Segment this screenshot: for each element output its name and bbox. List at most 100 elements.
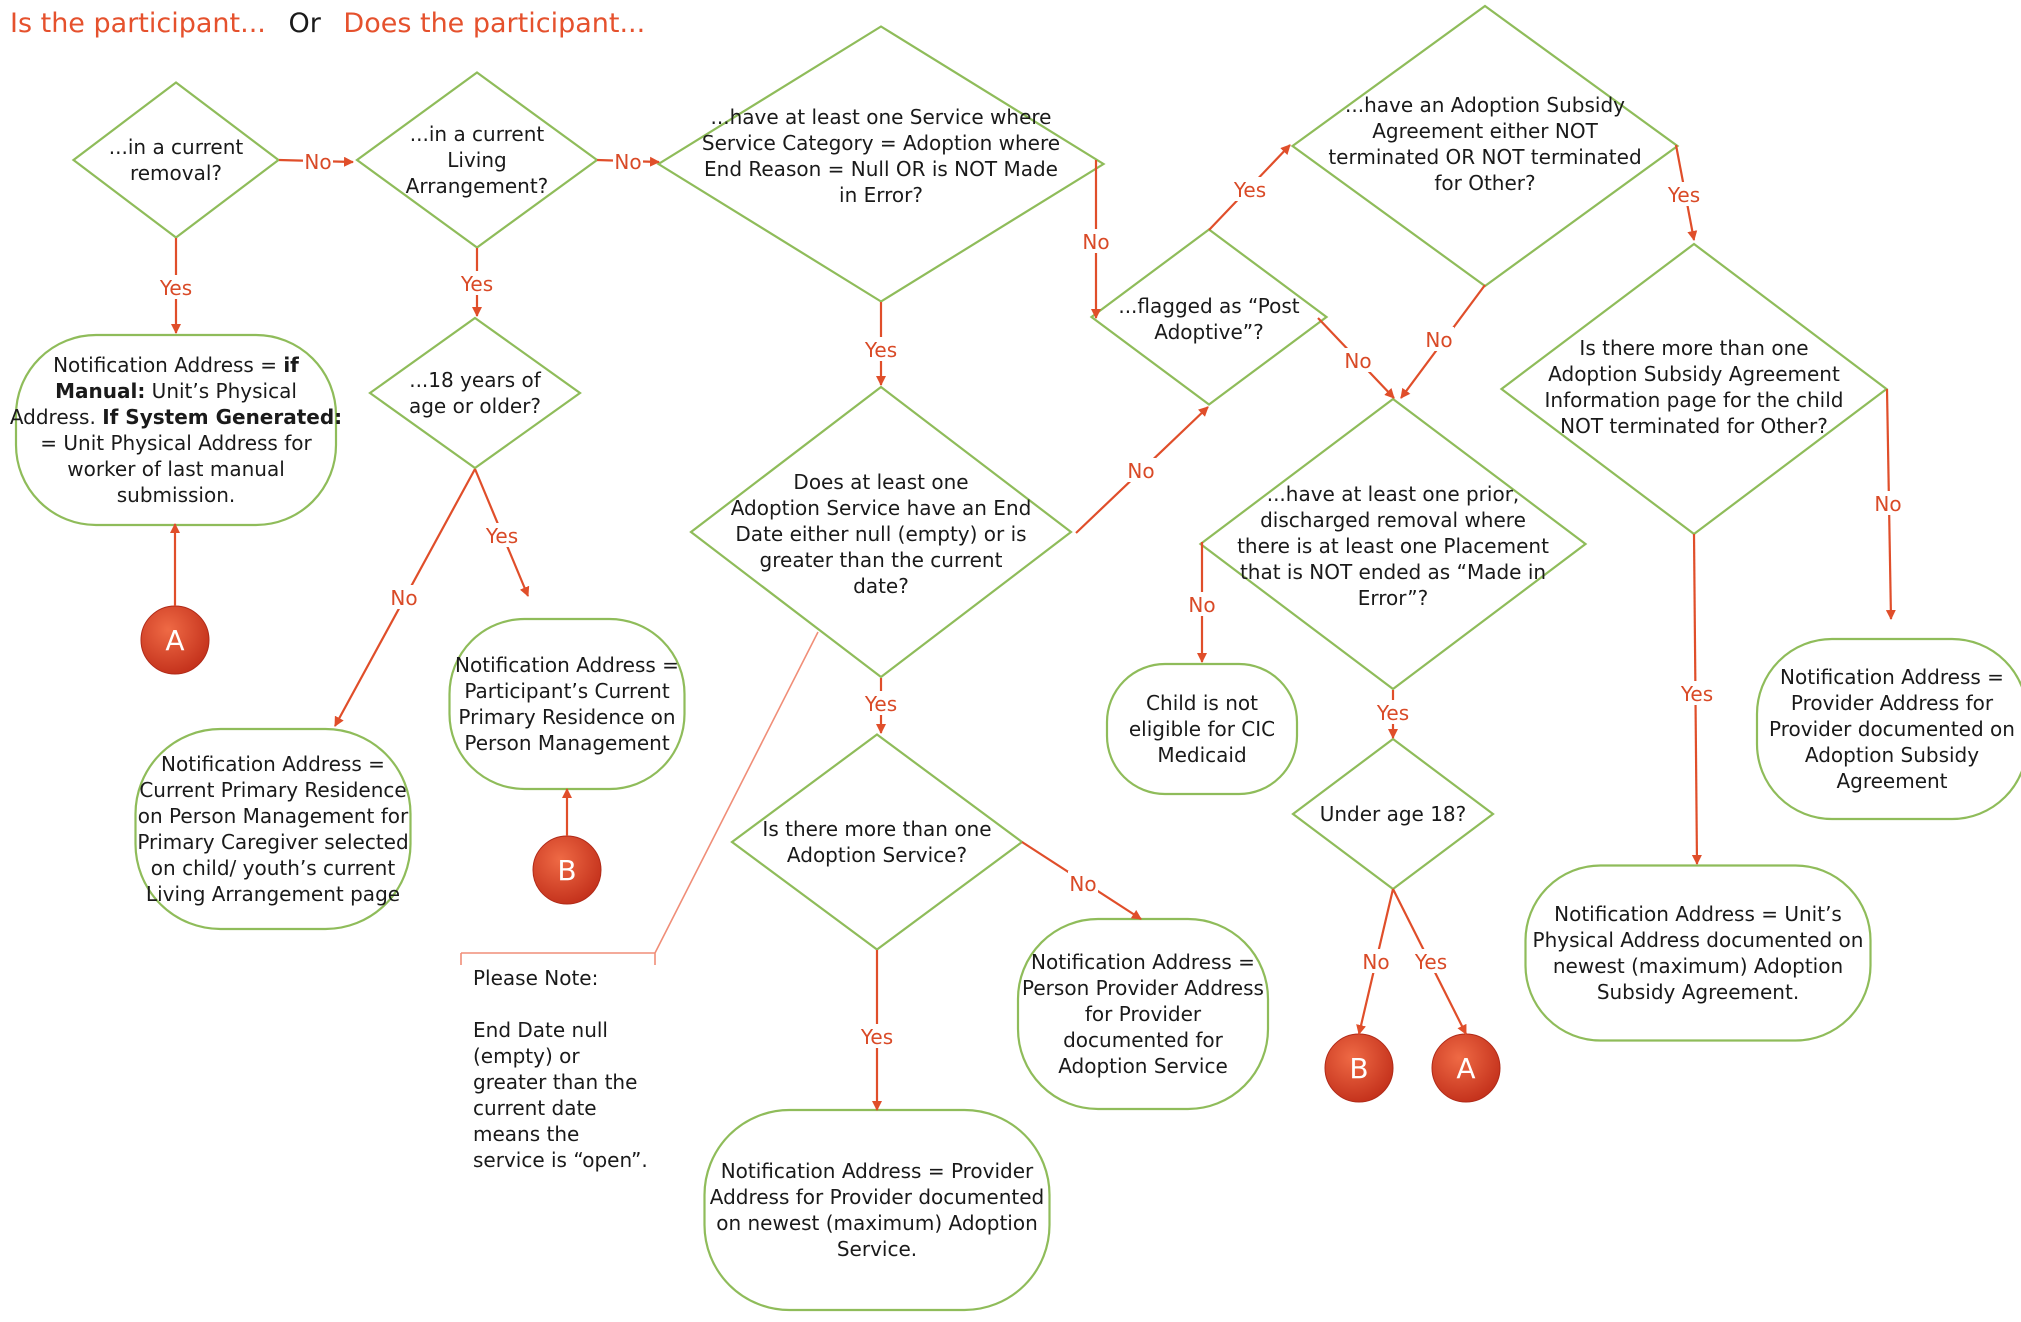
d-prior-line: there is at least one Placement	[1237, 534, 1549, 558]
note-line: (empty) or	[473, 1044, 580, 1068]
r-caregiver-res-line: on Person Management for	[138, 804, 409, 828]
r-unit-addr-line: worker of last manual	[67, 457, 285, 481]
outcome-r-provider-newest	[703, 1108, 1051, 1312]
connector-letter-c-a1: A	[165, 624, 184, 657]
r-provider-newest-line: on newest (maximum) Adoption	[716, 1211, 1038, 1235]
decision-d-service	[656, 25, 1106, 303]
d-prior-line: that is NOT ended as “Made in	[1240, 560, 1546, 584]
d-enddate-line: greater than the current	[760, 548, 1003, 572]
r-unit-addr-segment: = Unit Physical Address for	[40, 431, 312, 455]
r-participant-res-line: Notification Address =	[455, 653, 679, 677]
r-caregiver-res-line: Primary Caregiver selected	[137, 830, 408, 854]
d-service-line: End Reason = Null OR is NOT Made	[704, 157, 1058, 181]
edge-label-bg	[1361, 949, 1391, 973]
r-unit-addr-segment: worker of last manual	[67, 457, 285, 481]
edge-label-bg	[1343, 348, 1373, 372]
edge-label-e5: Yes	[864, 338, 897, 362]
edge-label-bg	[1081, 229, 1111, 253]
d-more-subsidy-line: Is there more than one	[1579, 336, 1808, 360]
edge-label-e19: No	[1362, 950, 1389, 974]
edge-label-e13: No	[1425, 328, 1452, 352]
decision-d-more-adoption	[730, 733, 1024, 951]
r-unit-addr-line: = Unit Physical Address for	[40, 431, 312, 455]
r-unit-addr-segment: Manual:	[55, 379, 145, 403]
d-subsidy-line: terminated OR NOT terminated	[1328, 145, 1641, 169]
d-subsidy-line: ...have an Adoption Subsidy	[1345, 93, 1625, 117]
r-participant-res-line: Participant’s Current	[464, 679, 669, 703]
r-person-provider-text: Notification Address =Person Provider Ad…	[1022, 950, 1264, 1078]
edge-label-e14: Yes	[1667, 183, 1700, 207]
d-enddate-line: Date either null (empty) or is	[735, 522, 1026, 546]
d-more-adoption-line: Adoption Service?	[787, 843, 967, 867]
d-service-line: in Error?	[839, 183, 923, 207]
d-18older-line: ...18 years of	[409, 368, 542, 392]
r-person-provider-line: Notification Address =	[1031, 950, 1255, 974]
outcome-r-caregiver-res	[134, 727, 412, 931]
d-subsidy-line: Agreement either NOT	[1372, 119, 1598, 143]
d-prior-line: discharged removal where	[1260, 508, 1526, 532]
edge-label-bg	[1410, 949, 1452, 973]
page-title: Is the participant... Or Does the partic…	[10, 8, 645, 39]
r-caregiver-res-line: Current Primary Residence	[139, 778, 406, 802]
r-unit-subsidy-line: Physical Address documented on	[1533, 928, 1864, 952]
r-provider-subsidy-line: Adoption Subsidy	[1805, 743, 1979, 767]
edge-label-bg	[1676, 681, 1718, 705]
r-unit-addr-segment: Address.	[10, 405, 102, 429]
edge-label-bg	[1229, 177, 1271, 201]
r-participant-res-line: Person Management	[464, 731, 669, 755]
edge-label-bg	[155, 275, 197, 299]
outcome-r-person-provider	[1016, 917, 1270, 1111]
d-removal-line: removal?	[130, 161, 222, 185]
d-flagged-line: Adoptive”?	[1154, 320, 1263, 344]
connector-letter-c-b1: B	[557, 854, 576, 887]
note-line: Please Note:	[473, 966, 598, 990]
edge-label-e17: No	[1188, 593, 1215, 617]
outcome-r-participant-res	[448, 617, 686, 791]
note-line: service is “open”.	[473, 1148, 648, 1172]
r-unit-addr-line: Address. If System Generated:	[10, 405, 342, 429]
edge-label-bg	[860, 337, 902, 361]
r-unit-subsidy-line: Subsidy Agreement.	[1597, 980, 1799, 1004]
edge-label-e15: No	[1874, 492, 1901, 516]
edge-label-e7: No	[1082, 230, 1109, 254]
d-living-line: Arrangement?	[406, 174, 549, 198]
r-not-eligible-line: Child is not	[1146, 691, 1258, 715]
r-caregiver-res-line: Notification Address =	[161, 752, 385, 776]
d-living-line: ...in a current	[410, 122, 545, 146]
r-not-eligible-line: Medicaid	[1157, 743, 1246, 767]
r-unit-addr-line: submission.	[117, 483, 236, 507]
title-part-1: Is the participant...	[10, 8, 266, 39]
edge-label-e2: No	[614, 150, 641, 174]
edge-label-bg	[1187, 592, 1217, 616]
d-prior-line: Error”?	[1358, 586, 1429, 610]
edge-label-bg	[303, 149, 333, 173]
d-subsidy-line: for Other?	[1434, 171, 1535, 195]
r-person-provider-line: documented for	[1063, 1028, 1224, 1052]
note-line: means the	[473, 1122, 579, 1146]
decision-d-living	[355, 71, 599, 249]
edge-label-e9: No	[390, 586, 417, 610]
edge-label-e11: Yes	[1233, 178, 1266, 202]
decision-d-flagged	[1089, 228, 1329, 406]
edge-label-e1: No	[304, 150, 331, 174]
note-line: greater than the	[473, 1070, 637, 1094]
r-caregiver-res-text: Notification Address =Current Primary Re…	[137, 752, 409, 906]
r-unit-subsidy-line: Notification Address = Unit’s	[1554, 902, 1842, 926]
edge-label-bg	[1126, 458, 1156, 482]
connector-letter-c-b2: B	[1349, 1052, 1368, 1085]
r-unit-addr-segment: Unit’s Physical	[145, 379, 297, 403]
r-unit-addr-segment: submission.	[117, 483, 236, 507]
outcome-r-not-eligible	[1105, 662, 1299, 796]
edge-label-e20: Yes	[1414, 950, 1447, 974]
d-enddate-line: Adoption Service have an End	[731, 496, 1032, 520]
